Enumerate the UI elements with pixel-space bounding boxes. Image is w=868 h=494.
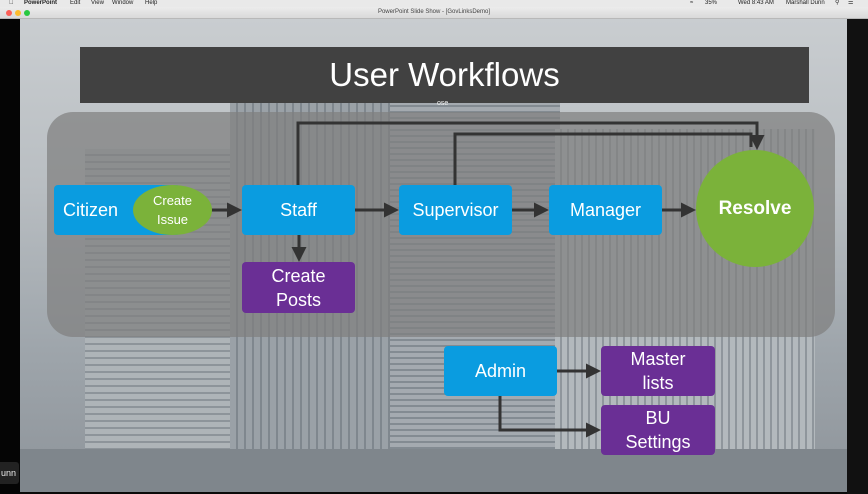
- menu-view[interactable]: View: [91, 0, 104, 6]
- menu-edit[interactable]: Edit: [70, 0, 81, 6]
- arrow-admin-to-bu-settings: [498, 396, 601, 438]
- close-window-button[interactable]: [6, 10, 12, 16]
- list-icon[interactable]: ☰: [848, 0, 854, 6]
- create-issue-node[interactable]: Create Issue: [133, 185, 212, 235]
- minimize-window-button[interactable]: [15, 10, 21, 16]
- window-title-bar: PowerPoint Slide Show - [GovLinksDemo]: [0, 7, 868, 19]
- menu-app-name[interactable]: PowerPoint: [24, 0, 58, 6]
- staff-node[interactable]: Staff: [242, 185, 355, 235]
- right-dark-margin: [847, 19, 868, 494]
- create-posts-node[interactable]: Create Posts: [242, 262, 355, 313]
- arrow-staff-to-resolve: [296, 121, 765, 185]
- admin-node[interactable]: Admin: [444, 346, 557, 396]
- zoom-window-button[interactable]: [24, 10, 30, 16]
- window-title: PowerPoint Slide Show - [GovLinksDemo]: [377, 9, 491, 15]
- resolve-node[interactable]: Resolve: [696, 150, 814, 267]
- manager-node[interactable]: Manager: [549, 185, 662, 235]
- menu-clock[interactable]: Wed 8:43 AM: [738, 0, 774, 6]
- slide-title-band: User Workflows: [80, 47, 809, 103]
- bu-settings-node[interactable]: BU Settings: [601, 405, 715, 455]
- master-lists-node[interactable]: Master lists: [601, 346, 715, 396]
- wifi-icon[interactable]: ≈: [690, 0, 694, 6]
- battery-percent[interactable]: 35%: [705, 0, 718, 6]
- menu-user[interactable]: Marshall Dunn: [786, 0, 825, 6]
- menu-window[interactable]: Window: [112, 0, 134, 6]
- workflow-arrows: [211, 121, 765, 438]
- supervisor-node[interactable]: Supervisor: [399, 185, 512, 235]
- menu-help[interactable]: Help: [145, 0, 158, 6]
- apple-icon[interactable]: : [9, 0, 14, 7]
- participant-name-label: unn: [0, 462, 19, 484]
- slide-canvas[interactable]: User Workflows ose Citizen Create Issue …: [20, 19, 847, 492]
- background-street: [20, 449, 847, 492]
- slide-title: User Workflows: [329, 56, 560, 93]
- left-dark-margin: [0, 19, 20, 494]
- mac-menu-bar:  PowerPoint Edit View Window Help ≈ 35%…: [0, 0, 868, 7]
- title-subtext: ose: [437, 100, 449, 107]
- search-icon[interactable]: ⚲: [835, 0, 840, 6]
- arrow-supervisor-to-resolve: [453, 132, 753, 185]
